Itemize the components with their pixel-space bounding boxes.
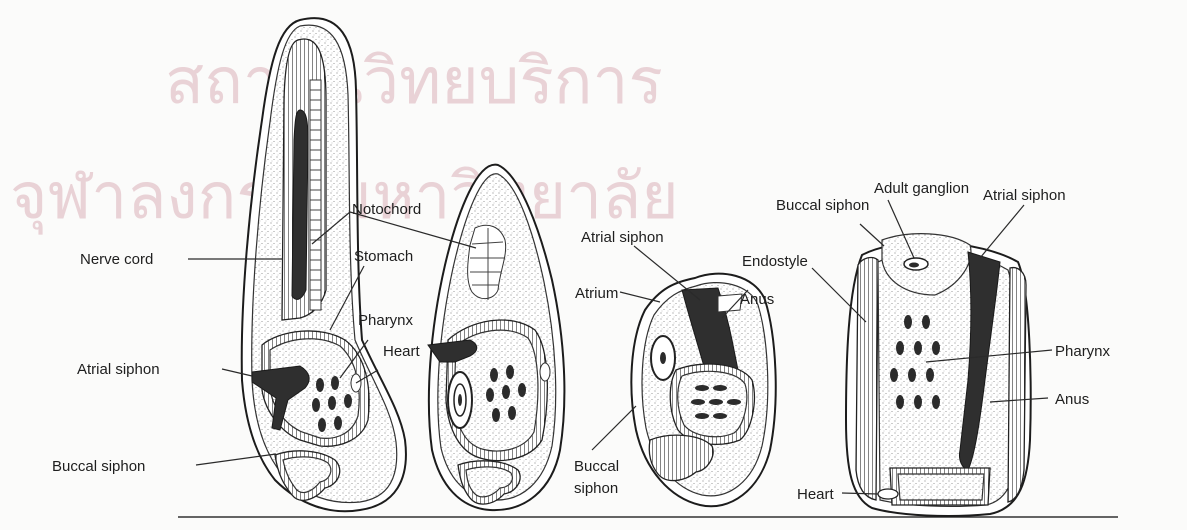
label-endostyle: Endostyle: [742, 253, 808, 270]
label-heart-1: Heart: [383, 343, 421, 360]
label-atrial-siphon-1: Atrial siphon: [77, 361, 160, 378]
label-pharynx-2: Pharynx: [1055, 343, 1111, 360]
label-nerve-cord: Nerve cord: [80, 251, 153, 268]
label-atrial-siphon-3: Atrial siphon: [983, 187, 1066, 204]
label-adult-ganglion: Adult ganglion: [874, 180, 969, 197]
adult-stage-4: [846, 234, 1031, 516]
label-anus-1: Anus: [740, 291, 774, 308]
label-buccal-2: Buccal: [574, 458, 619, 475]
label-stomach: Stomach: [354, 248, 413, 265]
label-anus-2: Anus: [1055, 391, 1089, 408]
label-pharynx-1: Pharynx: [358, 312, 414, 329]
label-buccal-siphon-1: Buccal siphon: [52, 458, 145, 475]
watermark-line-1: สถาบันวิทยบริการ: [165, 45, 663, 119]
label-buccal-siphon-3: Buccal siphon: [776, 197, 869, 214]
label-atrial-siphon-2: Atrial siphon: [581, 229, 664, 246]
label-notochord: Notochord: [352, 201, 421, 218]
juvenile-stage-3: [631, 274, 775, 507]
label-atrium: Atrium: [575, 285, 618, 302]
label-heart-2: Heart: [797, 486, 835, 503]
label-siphon-2: siphon: [574, 480, 618, 497]
